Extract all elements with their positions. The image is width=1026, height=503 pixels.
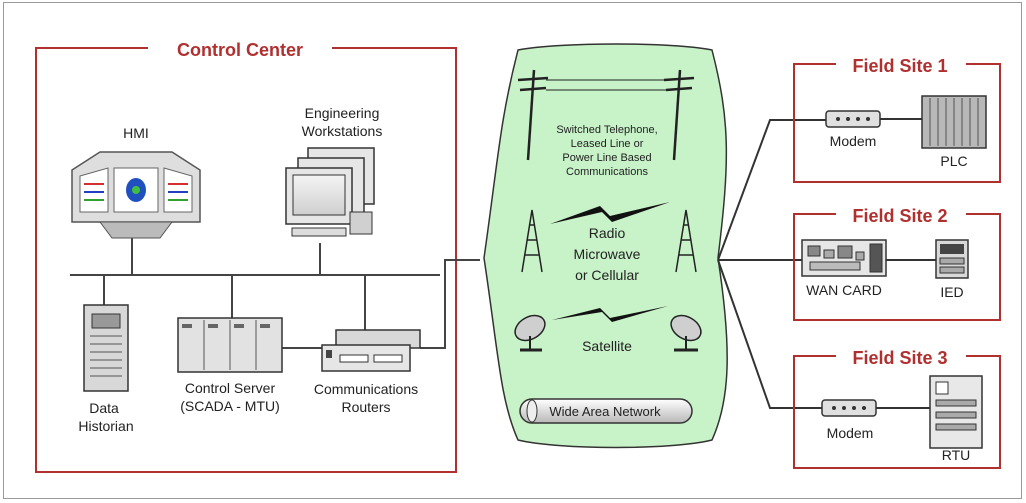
field-site-1-device-b: PLC [940, 153, 967, 169]
field-site-2-box: Field Site 2 [793, 206, 1001, 321]
field-site-1-box: Field Site 1 [793, 56, 1001, 183]
satellite-lightning-icon [552, 306, 668, 322]
field-site-2-device-b: IED [940, 284, 963, 300]
modem-icon [821, 399, 877, 417]
radio-label-line1: Radio [589, 225, 626, 241]
telephone-label-line4: Communications [566, 166, 648, 178]
historian-label-line1: Data [89, 400, 119, 416]
hmi-label: HMI [123, 125, 149, 141]
field-site-3-title: Field Site 3 [852, 348, 947, 368]
field-site-3-device-b: RTU [942, 447, 971, 463]
wan-card-icon [801, 239, 887, 277]
comm-label-line2: Routers [341, 399, 390, 415]
plc-icon [921, 95, 987, 149]
engineering-workstations-icon [285, 147, 375, 237]
server-label-line2: (SCADA - MTU) [180, 398, 280, 414]
hmi-console [71, 151, 201, 239]
wan-cloud [483, 43, 728, 449]
wan-network-label: Wide Area Network [549, 404, 661, 419]
radio-lightning-icon [550, 202, 670, 224]
control-center-box: Control Center [35, 40, 457, 473]
modem-icon [825, 110, 881, 128]
satellite-dish-icon [514, 314, 702, 352]
comm-label-line1: Communications [314, 381, 418, 397]
field-site-2-device-a: WAN CARD [806, 282, 882, 298]
field-site-2-title: Field Site 2 [852, 206, 947, 226]
radio-label-line2: Microwave [574, 246, 641, 262]
satellite-label: Satellite [582, 338, 632, 354]
rtu-icon [929, 375, 983, 449]
historian-label-line2: Historian [78, 418, 133, 434]
control-server-icon [177, 317, 283, 373]
field-site-1-title: Field Site 1 [852, 56, 947, 76]
diagram-frame [3, 2, 1022, 499]
ied-icon [935, 239, 969, 279]
field-site-3-device-a: Modem [827, 425, 874, 441]
lan-bus [70, 238, 480, 349]
control-center-title: Control Center [177, 40, 303, 60]
telephone-label-line1: Switched Telephone, [556, 124, 657, 136]
engineering-label-line2: Workstations [302, 123, 383, 139]
data-historian-icon [83, 304, 129, 392]
radio-label-line3: or Cellular [575, 267, 639, 283]
telephone-label-line3: Power Line Based [562, 152, 651, 164]
server-label-line1: Control Server [185, 380, 276, 396]
radio-tower-icon [521, 209, 697, 273]
field-links [717, 119, 826, 409]
engineering-label-line1: Engineering [305, 105, 380, 121]
wan-pipe [519, 398, 693, 424]
field-site-3-box: Field Site 3 [793, 348, 1001, 469]
communications-routers-icon [321, 329, 421, 372]
field-site-1-device-a: Modem [830, 133, 877, 149]
telephone-label-line2: Leased Line or [571, 138, 644, 150]
telephone-pole-icon [517, 69, 695, 161]
